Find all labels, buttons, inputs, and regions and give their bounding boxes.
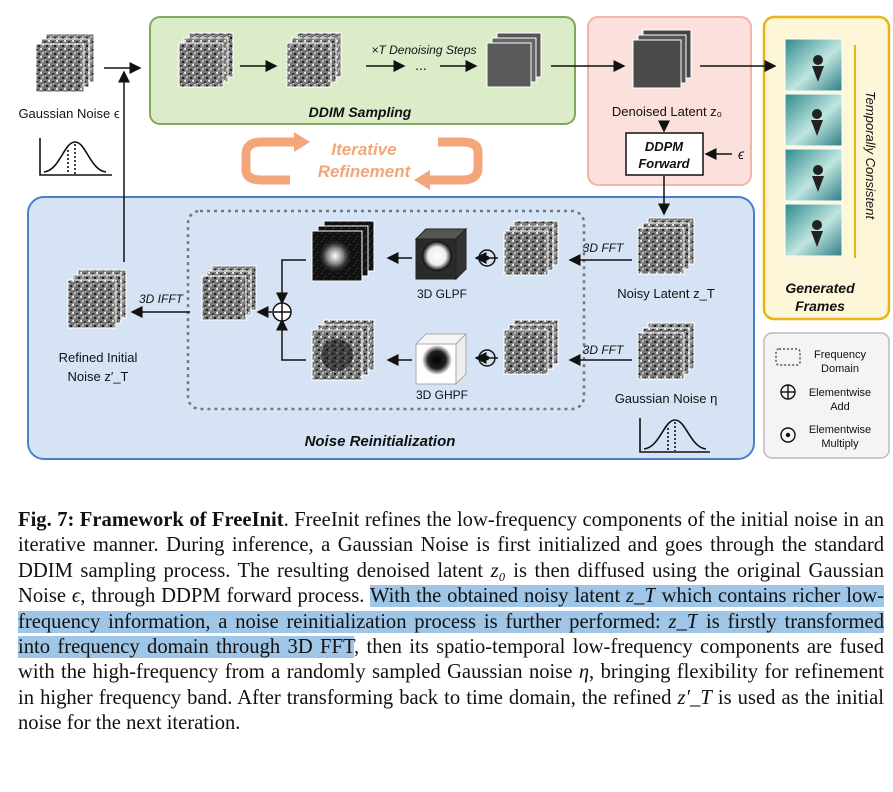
iterative-refinement-arrows [241, 137, 483, 185]
refined-line2-label: Noise z′_T [68, 369, 129, 384]
caption-part1: . FreeInit refines the low-frequency com… [18, 509, 884, 582]
figure-label: Fig. 7: Framework of FreeInit [18, 509, 284, 531]
legend-add-icon [780, 384, 796, 400]
gaussian-noise-eta-label: Gaussian Noise η [615, 391, 718, 406]
legend-freq-2: Domain [821, 363, 859, 375]
iterative-label: Iterative [331, 140, 396, 159]
legend-add-1: Elementwise [809, 387, 871, 399]
fft-top-stack [503, 220, 559, 276]
caption-zT-2: z_T [668, 610, 699, 633]
generated-frames [784, 38, 843, 257]
refine-arrowhead-1 [294, 132, 310, 152]
caption-part5: , bringing flexibility for refinement in… [18, 661, 884, 709]
ddim-stack-1 [178, 32, 234, 88]
legend-mul-2: Multiply [821, 438, 859, 450]
refine-arrowhead-2 [414, 170, 430, 190]
caption-eta: η [578, 661, 590, 684]
gaussian-curve-eps-icon [39, 138, 112, 176]
freeinit-framework-diagram: Gaussian Noise ϵ DDIM Sampling ×T Denois… [18, 15, 891, 460]
fft-bottom-stack [503, 319, 559, 375]
ifft-label: 3D IFFT [139, 292, 185, 306]
ddim-sampling-label: DDIM Sampling [309, 104, 412, 120]
glpf-label: 3D GLPF [417, 287, 467, 301]
frames-label: Frames [795, 298, 845, 314]
caption-paragraph: Fig. 7: Framework of FreeInit. FreeInit … [18, 508, 884, 737]
noisy-latent-stack [637, 217, 695, 275]
denoised-latent-stack [632, 29, 692, 89]
glpf-cube [414, 227, 468, 281]
caption-part2: is then diffused using the original Gaus… [18, 559, 884, 608]
frequency-domain-box [186, 209, 586, 411]
caption-part4: , then its spatio-temporal low-frequency… [18, 636, 884, 684]
legend-multiply-icon [780, 427, 796, 443]
caption-eps: ϵ [71, 585, 81, 608]
ghpf-cube [414, 332, 468, 386]
refined-noise-stack [67, 269, 127, 329]
denoised-latent-label: Denoised Latent z₀ [612, 104, 722, 119]
ddim-stack-2 [286, 32, 342, 88]
ddpm-forward-box [625, 132, 704, 176]
high-freq-stack [311, 319, 375, 381]
noise-reinit-label: Noise Reinitialization [305, 433, 456, 450]
gaussian-noise-eta-stack [637, 322, 695, 380]
caption-part6: is used as the initial noise for the nex… [18, 686, 884, 735]
figure-caption: Fig. 7: Framework of FreeInit. FreeInit … [18, 508, 884, 737]
fft-bottom-label: 3D FFT [583, 343, 625, 357]
denoising-steps-label: ×T Denoising Steps [371, 43, 476, 57]
caption-part3: , through DDPM forward process. [80, 585, 370, 608]
caption-highlight-1: With the obtained noisy latent [369, 585, 627, 608]
ddpm-label: DDPM [645, 139, 684, 154]
eps-symbol-label: ϵ [738, 146, 745, 162]
caption-z0: z₀ [490, 559, 506, 582]
legend-freq-1: Frequency [814, 349, 866, 361]
ellipsis-label: ... [415, 57, 427, 73]
ghpf-label: 3D GHPF [416, 388, 468, 402]
generated-label: Generated [785, 280, 855, 296]
noisy-latent-label: Noisy Latent z_T [617, 286, 715, 301]
fused-stack [201, 265, 257, 321]
temporally-consistent-label: Temporally Consistent [863, 91, 878, 221]
legend-mul-1: Elementwise [809, 424, 871, 436]
gaussian-curve-eta-icon [639, 418, 710, 453]
gaussian-noise-eps-stack [35, 33, 95, 93]
legend-add-2: Add [830, 401, 850, 413]
legend-panel [763, 332, 890, 459]
refined-line1-label: Refined Initial [59, 350, 138, 365]
forward-label: Forward [638, 156, 690, 171]
caption-zT-1: z_T [626, 585, 656, 608]
low-freq-stack [311, 220, 375, 282]
fft-top-label: 3D FFT [583, 241, 625, 255]
legend-dashed-box-icon [775, 348, 801, 366]
caption-zT-3: z′_T [677, 686, 712, 709]
ddim-stack-3 [486, 32, 542, 88]
gaussian-noise-eps-label: Gaussian Noise ϵ [18, 106, 119, 121]
elementwise-add-icon [272, 302, 292, 322]
elementwise-multiply-top-icon [478, 249, 496, 267]
refinement-label: Refinement [318, 162, 412, 181]
ddim-sampling-panel [149, 16, 576, 125]
elementwise-multiply-bottom-icon [478, 349, 496, 367]
